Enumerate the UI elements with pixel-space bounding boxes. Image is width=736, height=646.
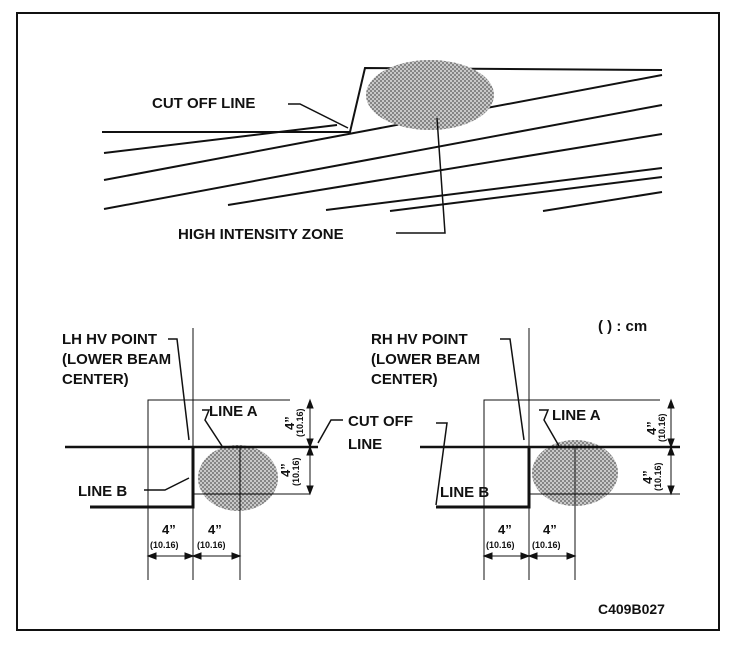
lh-dim-upper-in: 4” (282, 416, 297, 430)
lh-line-b-label: LINE B (78, 483, 127, 500)
cut-off-line-leader (288, 103, 349, 129)
lh-hv-point-line3: CENTER) (62, 371, 129, 388)
high-intensity-zone-leader (396, 117, 446, 234)
rh-dim-right-in: 4” (543, 522, 557, 537)
rh-hv-point-line3: CENTER) (371, 371, 438, 388)
center-cut-off-callout: CUT OFF LINE (317, 413, 448, 506)
rh-dim-left-cm: (10.16) (486, 540, 515, 550)
high-intensity-zone-label: HIGH INTENSITY ZONE (178, 226, 344, 243)
rh-dim-right-cm: (10.16) (532, 540, 561, 550)
rh-hv-point-line1: RH HV POINT (371, 331, 468, 348)
high-intensity-zone-top (366, 60, 494, 130)
outer-frame (16, 12, 720, 631)
beam-pattern-top (102, 66, 663, 212)
units-note: ( ) : cm (598, 318, 647, 335)
rh-line-b-label: LINE B (440, 484, 489, 501)
rh-hv-point-line2: (LOWER BEAM (371, 351, 480, 368)
lh-dim-lower-cm: (10.16) (291, 457, 301, 486)
center-line-label: LINE (348, 436, 382, 453)
lh-hv-point-line2: (LOWER BEAM (62, 351, 171, 368)
lh-dim-right-in: 4” (208, 522, 222, 537)
rh-dim-upper-cm: (10.16) (657, 413, 667, 442)
rh-diagram: RH HV POINT (LOWER BEAM CENTER) LINE A L… (371, 328, 680, 580)
lh-dim-right-cm: (10.16) (197, 540, 226, 550)
lh-hv-point-line1: LH HV POINT (62, 331, 157, 348)
lh-diagram: LH HV POINT (LOWER BEAM CENTER) LINE A L… (62, 328, 318, 580)
rh-line-a-label: LINE A (552, 407, 601, 424)
center-cut-off-label: CUT OFF (348, 413, 413, 430)
lh-dim-left-in: 4” (162, 522, 176, 537)
rh-dim-upper-in: 4” (644, 421, 659, 435)
lh-dim-lower-in: 4” (278, 463, 293, 477)
figure-code: C409B027 (598, 601, 665, 617)
cut-off-line-label: CUT OFF LINE (152, 95, 255, 112)
rh-dim-lower-cm: (10.16) (653, 462, 663, 491)
lh-high-intensity-zone (198, 445, 278, 511)
lh-dim-left-cm: (10.16) (150, 540, 179, 550)
lh-line-a-label: LINE A (209, 403, 258, 420)
rh-dim-lower-in: 4” (640, 470, 655, 484)
lh-dim-upper-cm: (10.16) (295, 408, 305, 437)
rh-dim-left-in: 4” (498, 522, 512, 537)
